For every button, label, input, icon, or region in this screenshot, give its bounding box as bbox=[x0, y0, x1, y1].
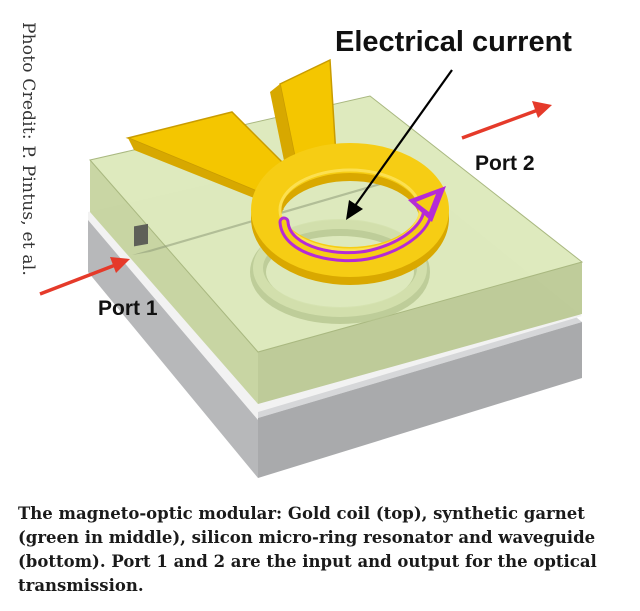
current-loop-arrow bbox=[278, 186, 446, 263]
device-diagram bbox=[39, 58, 584, 478]
waveguide-port bbox=[134, 223, 148, 247]
label-electrical-current: Electrical current bbox=[335, 26, 572, 58]
micro-ring bbox=[250, 219, 430, 324]
figure-caption: The magneto-optic modular: Gold coil (to… bbox=[18, 504, 597, 595]
port1-arrow bbox=[39, 257, 130, 296]
label-port-1: Port 1 bbox=[98, 297, 158, 320]
label-port-2: Port 2 bbox=[475, 152, 535, 175]
port2-arrow bbox=[461, 101, 552, 140]
photo-credit: Photo Credit: P. Pintus, et al. bbox=[18, 22, 38, 276]
current-pointer-arrow bbox=[346, 69, 453, 220]
